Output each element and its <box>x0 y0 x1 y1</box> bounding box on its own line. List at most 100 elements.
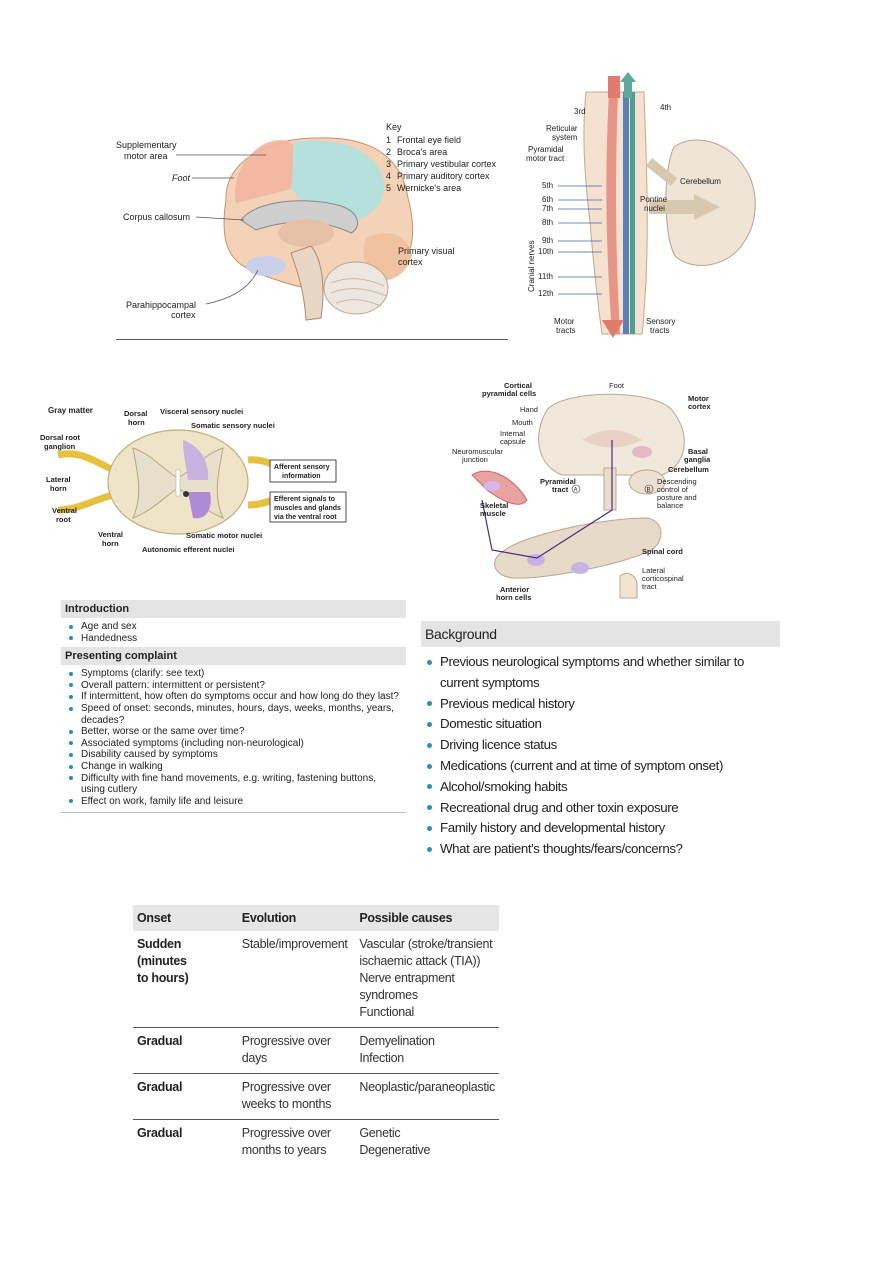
label-pyramidal-1: Pyramidal <box>540 477 576 486</box>
label-spinal-cord: Spinal cord <box>642 547 683 556</box>
list-item: Previous neurological symptoms and wheth… <box>423 652 778 694</box>
label-ventral-horn-1: Ventral <box>98 530 123 539</box>
list-item: Recreational drug and other toxin exposu… <box>423 798 778 819</box>
label-foot: Foot <box>609 381 625 390</box>
label-efferent-1: Efferent signals to <box>274 496 335 503</box>
label-lateral-2: corticospinal <box>642 574 684 583</box>
label-parahippocampal-2: cortex <box>171 310 196 320</box>
label-sensory-2: tracts <box>650 326 670 335</box>
label-gray-matter: Gray matter <box>48 406 93 415</box>
key-num: 2 <box>386 147 391 157</box>
introduction-heading: Introduction <box>61 600 406 618</box>
cell-onset: Gradual <box>133 1073 238 1120</box>
cell-line: Nerve entrapment <box>359 971 455 985</box>
nerve-label: 5th <box>542 181 553 190</box>
table-row: Gradual Progressive over months to years… <box>133 1120 499 1166</box>
cell-onset: Gradual <box>133 1120 238 1166</box>
nerve-label: 10th <box>538 247 554 256</box>
label-efferent-3: via the ventral root <box>274 514 337 521</box>
list-item: Associated symptoms (including non-neuro… <box>65 738 402 750</box>
list-item: Driving licence status <box>423 735 778 756</box>
label-primary-visual-1: Primary visual <box>398 246 455 256</box>
cell-line: Neoplastic/paraneoplastic <box>359 1080 495 1094</box>
cell-onset: Gradual <box>133 1027 238 1074</box>
list-item: Better, worse or the same over time? <box>65 726 402 738</box>
label-pyramidal-2: tract <box>552 485 569 494</box>
label-descending-3: posture and <box>657 493 697 502</box>
column-header-onset: Onset <box>133 905 238 931</box>
cell-line: weeks to months <box>241 1097 332 1111</box>
cell-causes: Genetic Degenerative <box>355 1120 499 1166</box>
nerve-label: 7th <box>542 204 553 213</box>
key-text: Wernicke's area <box>397 183 461 193</box>
list-item: Age and sex <box>65 621 402 633</box>
cell-onset: Sudden (minutes to hours) <box>133 931 238 1028</box>
label-descending-1: Descending <box>657 477 697 486</box>
table-row: Gradual Progressive over weeks to months… <box>133 1073 499 1120</box>
brain-sagittal-figure: Supplementary motor area Foot Corpus cal… <box>116 108 508 340</box>
label-motor-cortex-2: cortex <box>688 402 711 411</box>
label-cerebellum: Cerebellum <box>680 177 721 186</box>
label-nmj-1: Neuromuscular <box>452 447 503 456</box>
label-afferent-1: Afferent sensory <box>274 464 330 471</box>
cell-line: days <box>241 1051 268 1065</box>
label-pontine-2: nuclei <box>644 204 665 213</box>
cell-line: Degenerative <box>359 1143 431 1157</box>
list-item: Change in walking <box>65 761 402 773</box>
cell-causes: Demyelination Infection <box>355 1027 499 1074</box>
list-item: Domestic situation <box>423 714 778 735</box>
table-header-row: Onset Evolution Possible causes <box>133 905 499 931</box>
label-dorsal-root-1: Dorsal root <box>40 433 81 442</box>
list-item: If intermittent, how often do symptoms o… <box>65 691 402 703</box>
label-cerebellum: Cerebellum <box>668 465 709 474</box>
label-ventral-root-2: root <box>56 515 71 524</box>
table-row: Sudden (minutes to hours) Stable/improve… <box>133 931 499 1028</box>
column-header-causes: Possible causes <box>355 905 499 931</box>
label-autonomic: Autonomic efferent nuclei <box>142 545 235 554</box>
label-anterior-1: Anterior <box>500 585 529 594</box>
label-visceral: Visceral sensory nuclei <box>160 407 243 416</box>
history-box: Introduction Age and sex Handedness Pres… <box>61 600 406 814</box>
label-motor-cortex-1: Motor <box>688 394 709 403</box>
nerve-label: 8th <box>542 218 553 227</box>
label-hand: Hand <box>520 405 538 414</box>
label-dorsal-horn-1: Dorsal <box>124 409 147 418</box>
label-cortical-2: pyramidal cells <box>482 389 536 398</box>
cell-evolution: Progressive over months to years <box>238 1120 356 1166</box>
background-box: Background Previous neurological symptom… <box>421 621 780 865</box>
label-dorsal-horn-2: horn <box>128 418 145 427</box>
introduction-list: Age and sex Handedness <box>61 618 406 647</box>
label-reticular-2: system <box>552 133 578 142</box>
label-skeletal-1: Skeletal <box>480 501 508 510</box>
key-text: Frontal eye field <box>397 135 461 145</box>
label-corpus-callosum: Corpus callosum <box>123 212 190 222</box>
marker-b: B <box>647 488 651 494</box>
nerve-labels: 5th 6th 7th 8th 9th 10th 11th 12th <box>538 181 554 298</box>
label-mouth: Mouth <box>512 418 533 427</box>
label-efferent-2: muscles and glands <box>274 505 341 512</box>
nerve-label: 9th <box>542 236 553 245</box>
cell-line: months to years <box>241 1143 327 1157</box>
cell-line: Infection <box>359 1051 404 1065</box>
column-header-evolution: Evolution <box>237 905 356 931</box>
label-ventral-root-1: Ventral <box>52 506 77 515</box>
presenting-complaint-heading: Presenting complaint <box>61 647 406 666</box>
label-foot: Foot <box>172 173 191 183</box>
key-text: Primary vestibular cortex <box>397 159 497 169</box>
label-internal-2: capsule <box>500 437 526 446</box>
label-reticular-1: Reticular <box>546 124 578 133</box>
label-lateral-horn-2: horn <box>50 484 67 493</box>
key-num: 1 <box>386 135 391 145</box>
background-heading: Background <box>421 621 780 647</box>
nerve-label: 12th <box>538 289 554 298</box>
cell-line: Vascular (stroke/transient <box>359 937 493 951</box>
background-list: Previous neurological symptoms and wheth… <box>421 647 780 865</box>
onset-table: Onset Evolution Possible causes Sudden (… <box>133 905 499 1165</box>
brain-sagittal-illustration: Supplementary motor area Foot Corpus cal… <box>116 122 497 321</box>
label-lateral-horn-1: Lateral <box>46 475 71 484</box>
label-basal-1: Basal <box>688 447 708 456</box>
list-item: Previous medical history <box>423 694 778 715</box>
list-item: What are patient's thoughts/fears/concer… <box>423 839 778 860</box>
label-nmj-2: junction <box>461 455 488 464</box>
key-text: Broca's area <box>397 147 447 157</box>
